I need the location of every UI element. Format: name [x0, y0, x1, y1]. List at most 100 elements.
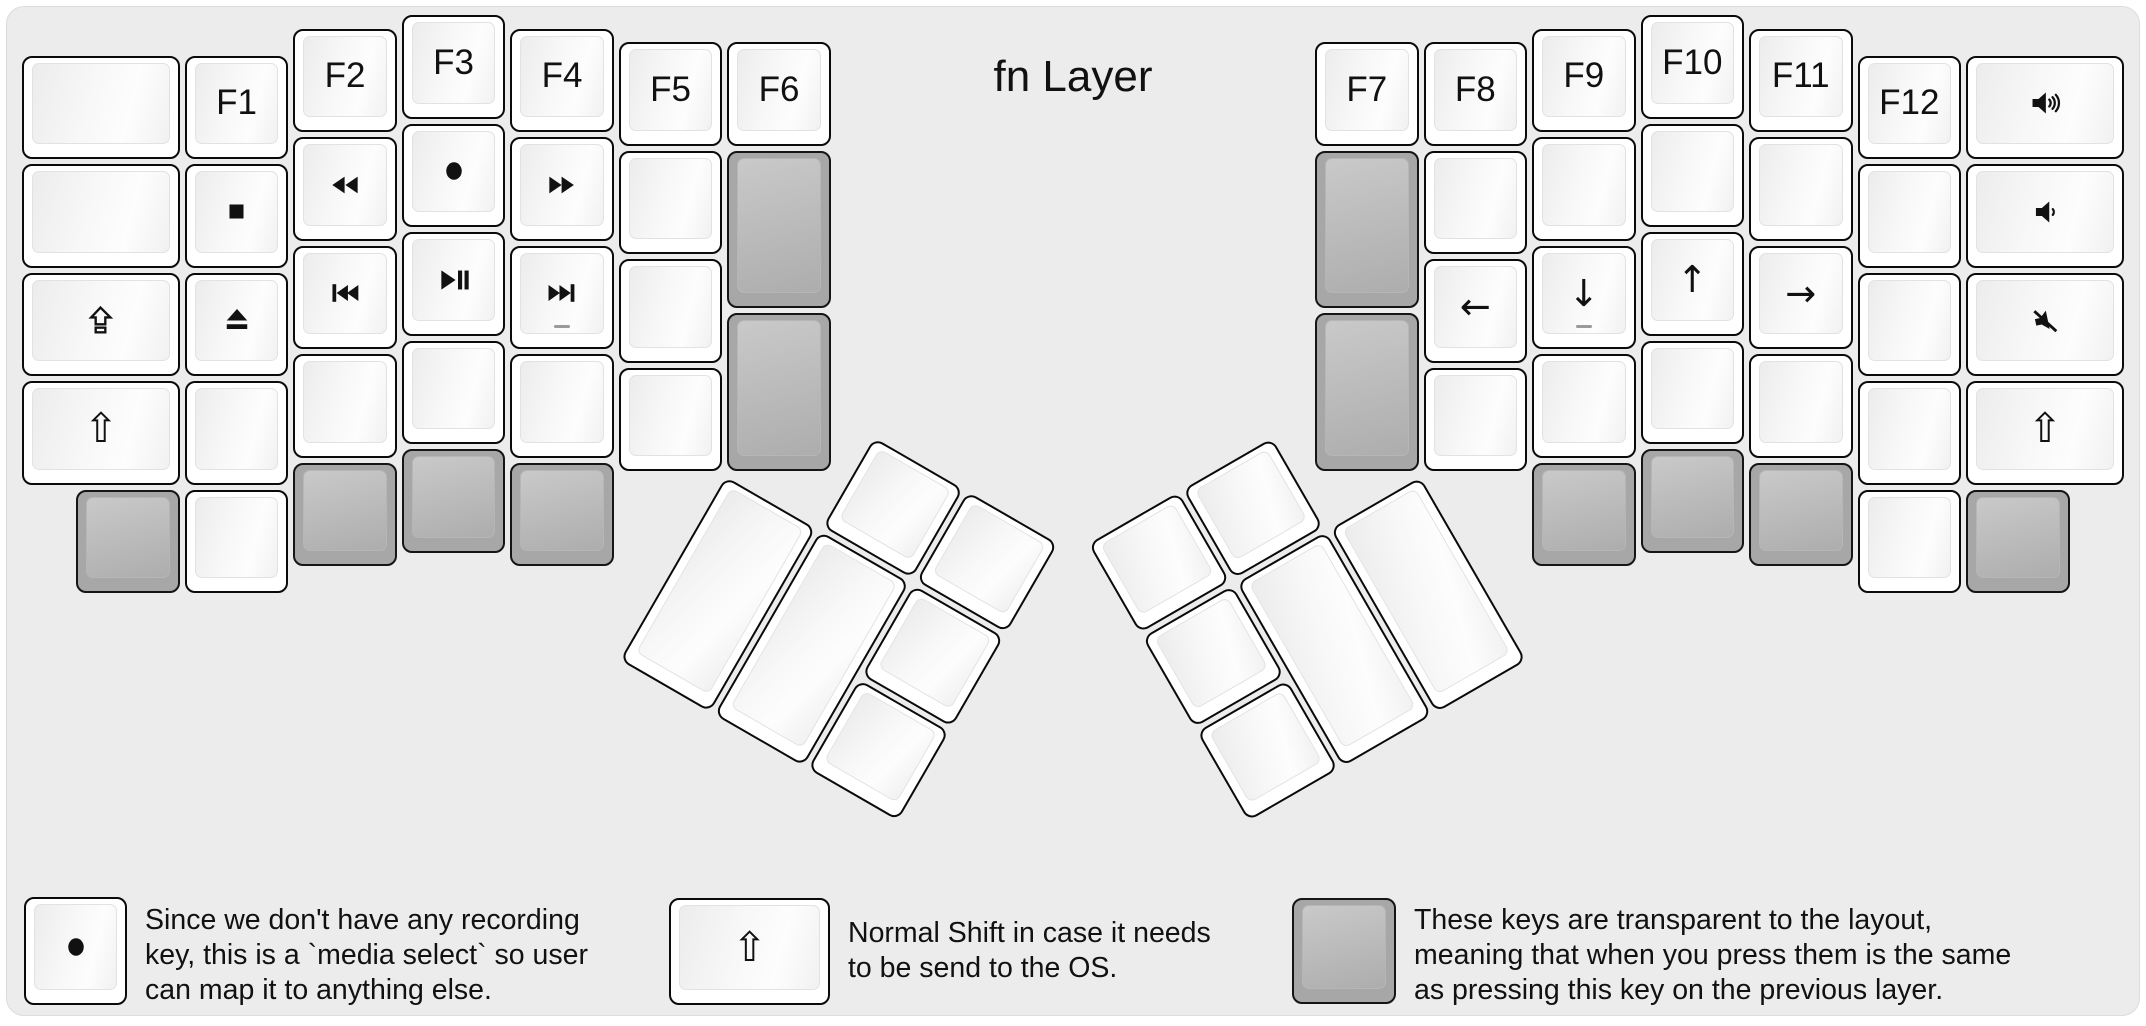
key-volume-up[interactable]	[1966, 55, 2124, 160]
key-f10[interactable]: F10	[1640, 15, 1744, 119]
key-blank[interactable]	[1640, 123, 1744, 227]
key-f12[interactable]: F12	[1857, 55, 1961, 160]
key-transparent[interactable]	[76, 489, 180, 594]
keytop: F1	[194, 62, 279, 145]
key-blank[interactable]	[1857, 164, 1961, 268]
legend-key-media-select	[24, 897, 127, 1005]
keytop	[1302, 905, 1386, 989]
key-f9[interactable]: F9	[1532, 28, 1636, 133]
key-f6[interactable]: F6	[727, 42, 831, 146]
key-caps-lock[interactable]	[22, 272, 180, 377]
key-play-pause[interactable]	[401, 232, 506, 336]
keytop	[1867, 279, 1951, 362]
key-blank[interactable]	[184, 381, 289, 485]
key-label: F5	[650, 69, 691, 109]
keytop	[194, 388, 279, 470]
key-next-track[interactable]	[510, 245, 614, 350]
key-blank[interactable]	[22, 55, 180, 160]
keytop	[303, 144, 387, 226]
key-blank[interactable]	[1423, 150, 1527, 255]
key-f3[interactable]: F3	[401, 15, 506, 119]
fast-forward-icon	[546, 169, 578, 201]
key-blank[interactable]	[510, 354, 614, 458]
key-transparent[interactable]	[1532, 462, 1636, 567]
key-blank[interactable]	[1857, 489, 1961, 594]
key-transparent[interactable]	[293, 462, 397, 567]
key-arrow-down[interactable]: ↓	[1532, 245, 1636, 350]
key-blank[interactable]	[1857, 381, 1961, 485]
key-shift[interactable]: ⇧	[1966, 381, 2124, 485]
key-f1[interactable]: F1	[184, 55, 289, 160]
key-blank[interactable]	[1749, 137, 1853, 241]
key-transparent[interactable]	[727, 313, 831, 472]
key-f7[interactable]: F7	[1315, 42, 1419, 146]
key-blank[interactable]	[22, 164, 180, 268]
key-blank[interactable]	[184, 489, 289, 594]
key-transparent[interactable]	[1640, 449, 1744, 553]
keytop	[1542, 469, 1626, 552]
key-transparent[interactable]	[510, 462, 614, 567]
key-label: F8	[1454, 69, 1496, 109]
key-label: F9	[1563, 56, 1605, 96]
key-blank[interactable]	[618, 367, 723, 472]
key-mute[interactable]	[1966, 272, 2124, 377]
key-arrow-left[interactable]: ←	[1423, 259, 1527, 363]
key-blank[interactable]	[1423, 367, 1527, 472]
key-transparent[interactable]	[1966, 489, 2070, 594]
keytop: ←	[1433, 266, 1517, 348]
key-blank[interactable]	[618, 259, 723, 363]
key-transparent[interactable]	[1749, 462, 1853, 567]
keytop: ⇧	[679, 905, 820, 990]
key-blank[interactable]	[618, 150, 723, 255]
next-track-icon	[546, 277, 578, 309]
key-eject[interactable]	[184, 272, 289, 377]
key-previous-track[interactable]	[293, 245, 397, 350]
key-shift[interactable]: ⇧	[22, 381, 180, 485]
keytop: F11	[1759, 35, 1843, 118]
keytop	[628, 266, 713, 348]
volume-down-icon	[2028, 195, 2062, 229]
key-blank[interactable]	[293, 354, 397, 458]
keytop	[411, 239, 496, 321]
key-f5[interactable]: F5	[618, 42, 723, 146]
key-transparent[interactable]	[727, 150, 831, 309]
arrow-left-icon: ←	[1459, 285, 1491, 329]
keytop	[411, 347, 496, 429]
key-blank[interactable]	[1532, 354, 1636, 458]
keytop	[411, 456, 496, 538]
key-f2[interactable]: F2	[293, 28, 397, 133]
key-blank[interactable]	[1640, 340, 1744, 444]
key-f8[interactable]: F8	[1423, 42, 1527, 146]
key-transparent[interactable]	[401, 449, 506, 553]
keytop	[1976, 496, 2060, 579]
legend-text-line: as pressing this key on the previous lay…	[1414, 974, 1944, 1006]
key-transparent[interactable]	[1315, 313, 1419, 472]
key-blank[interactable]	[1749, 354, 1853, 458]
legend-text-line: These keys are transparent to the layout…	[1414, 904, 1933, 936]
key-label: F12	[1879, 83, 1940, 123]
key-blank[interactable]	[1857, 272, 1961, 377]
keytop: F2	[303, 35, 387, 118]
key-media-select[interactable]	[401, 123, 506, 227]
keytop	[411, 130, 496, 212]
keytop	[520, 144, 604, 226]
key-f11[interactable]: F11	[1749, 28, 1853, 133]
keytop	[194, 496, 279, 579]
keytop	[194, 171, 279, 253]
key-stop[interactable]	[184, 164, 289, 268]
key-arrow-right[interactable]: →	[1749, 245, 1853, 350]
keytop	[628, 157, 713, 240]
key-blank[interactable]	[401, 340, 506, 444]
key-f4[interactable]: F4	[510, 28, 614, 133]
key-arrow-up[interactable]: ↑	[1640, 232, 1744, 336]
key-blank[interactable]	[1532, 137, 1636, 241]
keytop	[737, 320, 821, 457]
stop-icon	[222, 197, 251, 226]
key-rewind[interactable]	[293, 137, 397, 241]
key-transparent[interactable]	[1315, 150, 1419, 309]
key-fast-forward[interactable]	[510, 137, 614, 241]
key-volume-down[interactable]	[1966, 164, 2124, 268]
keytop: F5	[628, 49, 713, 131]
